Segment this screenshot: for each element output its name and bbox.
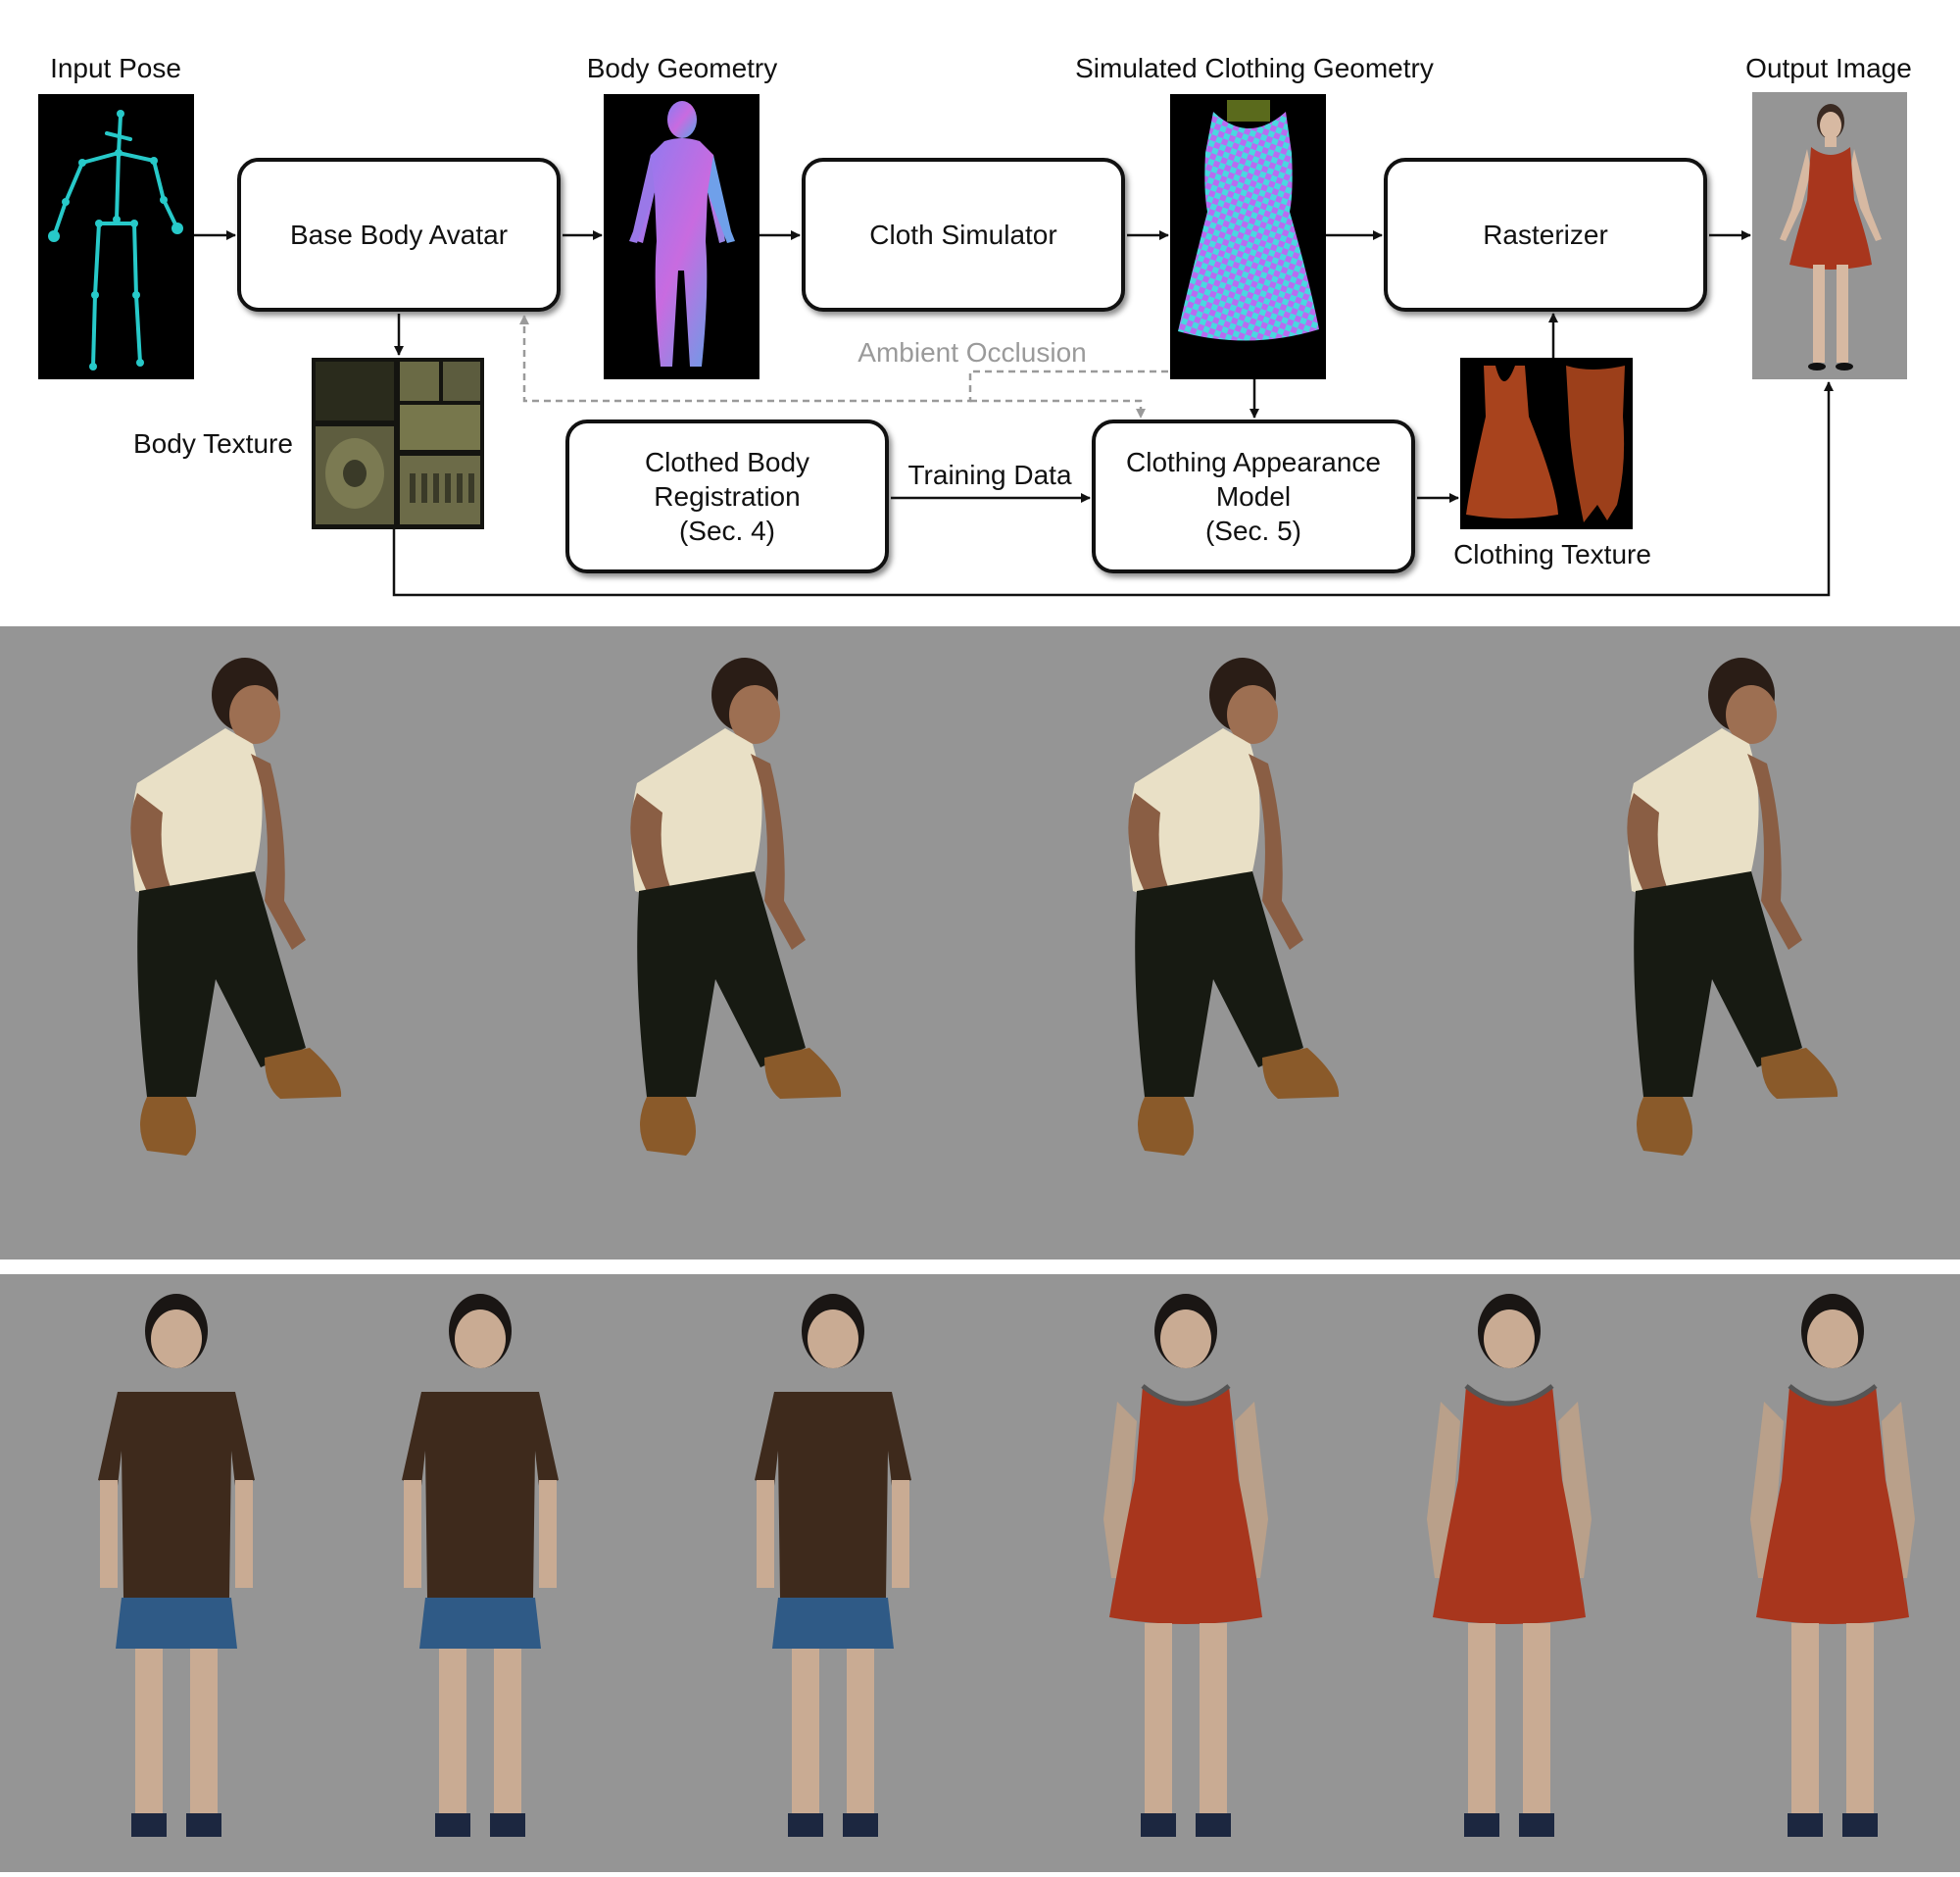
cloth-simulator-text: Cloth Simulator <box>869 220 1057 250</box>
results-panel-pose <box>0 626 1960 1260</box>
dress-back <box>1427 1294 1592 1837</box>
diagram-connectors <box>194 230 1834 597</box>
pose-sequence <box>130 658 1838 1156</box>
clothing-texture-label: Clothing Texture <box>1453 539 1651 569</box>
output-image-label: Output Image <box>1745 53 1912 83</box>
clothing-comparison <box>98 1274 1960 1872</box>
simulated-clothing-image <box>1170 94 1326 379</box>
base-body-avatar-text: Base Body Avatar <box>289 220 509 250</box>
body-texture-label: Body Texture <box>133 428 293 459</box>
clothing-texture-image <box>1460 358 1633 529</box>
clothed-body-registration-line2: Registration <box>654 481 801 512</box>
cloth-simulator-box: Cloth Simulator <box>802 158 1125 312</box>
output-image <box>1752 92 1907 379</box>
rasterizer-box: Rasterizer <box>1384 158 1707 312</box>
pose-frame-1 <box>130 658 342 1156</box>
base-body-avatar-box: Base Body Avatar <box>237 158 561 312</box>
original-back <box>402 1294 559 1837</box>
pose-frame-3 <box>1128 658 1340 1156</box>
input-pose-image <box>38 94 194 379</box>
body-geometry-label: Body Geometry <box>586 53 778 83</box>
clothed-body-registration-box: Clothed Body Registration (Sec. 4) <box>565 420 889 573</box>
clothing-appearance-model-line1: Clothing Appearance <box>1126 447 1381 477</box>
clothing-appearance-model-line3: (Sec. 5) <box>1204 516 1301 546</box>
original-front <box>98 1294 255 1837</box>
pose-frame-2 <box>630 658 842 1156</box>
rasterizer-text: Rasterizer <box>1483 220 1608 250</box>
clothing-appearance-model-box: Clothing Appearance Model (Sec. 5) <box>1092 420 1415 573</box>
body-geometry-image <box>604 94 760 379</box>
training-data-label: Training Data <box>907 460 1072 490</box>
input-pose-label: Input Pose <box>50 53 181 83</box>
clothing-appearance-model-line2: Model <box>1215 481 1292 512</box>
original-side <box>755 1294 911 1837</box>
clothed-body-registration-line1: Clothed Body <box>644 447 810 477</box>
results-panel-clothing <box>0 1274 1960 1872</box>
dress-side <box>1750 1294 1915 1837</box>
simulated-clothing-geometry-label: Simulated Clothing Geometry <box>1075 53 1434 83</box>
body-texture-image <box>312 358 484 529</box>
ambient-occlusion-label: Ambient Occlusion <box>858 337 1087 368</box>
clothed-body-registration-line3: (Sec. 4) <box>678 516 775 546</box>
dress-front <box>1103 1294 1268 1837</box>
pose-frame-4 <box>1627 658 1838 1156</box>
